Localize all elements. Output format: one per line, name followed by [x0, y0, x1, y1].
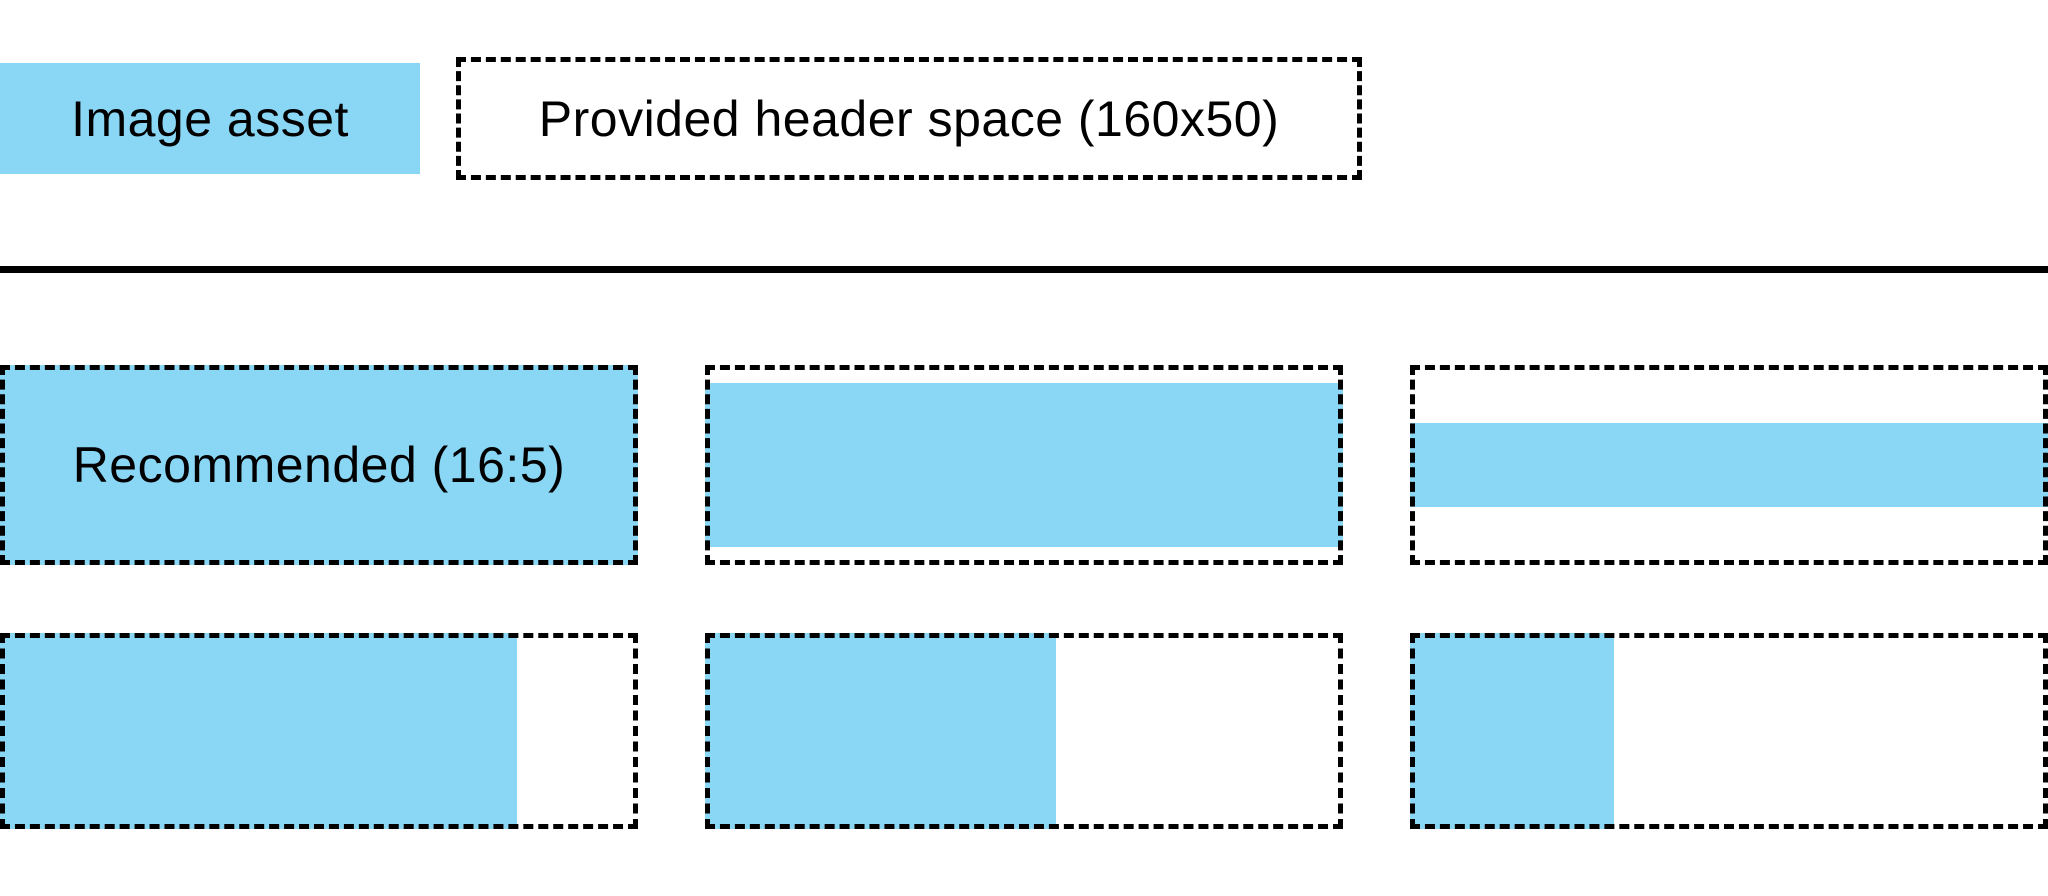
example-wide-image-42pct-height — [1410, 365, 2048, 565]
image-asset-fill — [0, 633, 517, 829]
image-asset-fill — [705, 633, 1056, 829]
example-recommended-16-5: Recommended (16:5) — [0, 365, 638, 565]
image-asset-fill — [705, 383, 1343, 547]
legend-image-asset-label: Image asset — [71, 90, 349, 147]
examples-row-fit-width: Recommended (16:5) — [0, 365, 2048, 565]
image-asset-fill — [0, 365, 638, 565]
legend-image-asset-swatch: Image asset — [0, 63, 420, 174]
section-divider — [0, 266, 2048, 273]
image-asset-fill — [1410, 633, 1615, 829]
legend-header-space-box: Provided header space (160x50) — [456, 57, 1362, 180]
image-asset-fill — [1410, 423, 2048, 507]
recommended-label: Recommended (16:5) — [72, 437, 566, 493]
legend-header-space-label: Provided header space (160x50) — [538, 90, 1280, 147]
example-narrow-image-81pct-width — [0, 633, 638, 829]
examples-row-fit-height — [0, 633, 2048, 829]
example-narrow-image-55pct-width — [705, 633, 1343, 829]
example-narrow-image-32pct-width — [1410, 633, 2048, 829]
example-wide-image-82pct-height — [705, 365, 1343, 565]
